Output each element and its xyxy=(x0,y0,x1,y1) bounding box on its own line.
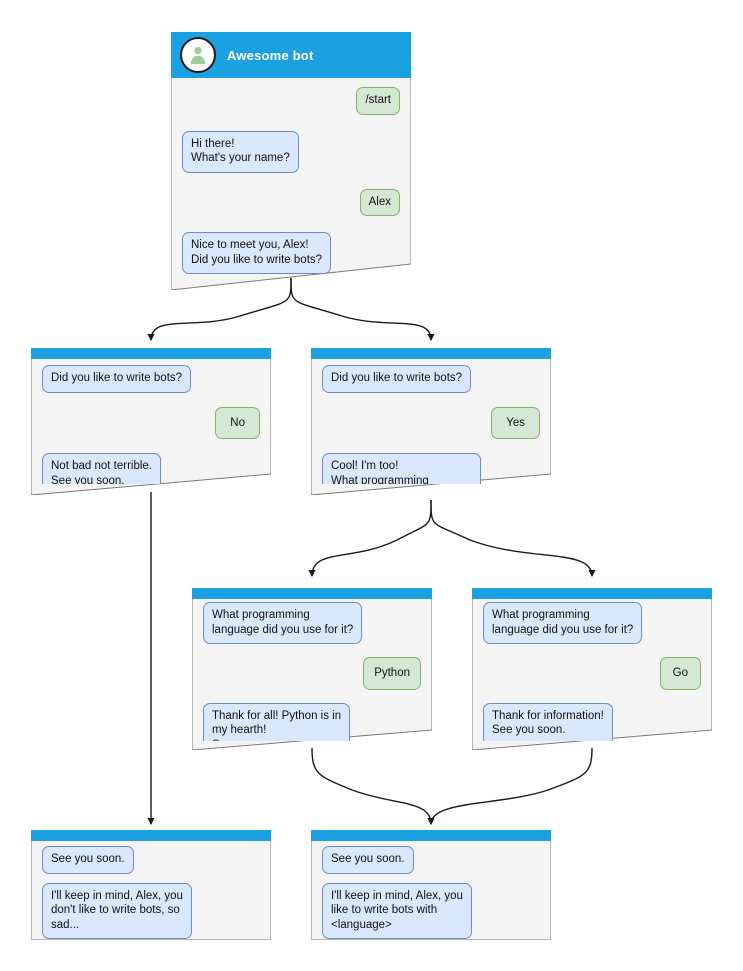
card-title: Awesome bot xyxy=(227,47,314,63)
message-row: What programming language did you use fo… xyxy=(203,602,421,644)
edge-go-to-end-happy xyxy=(427,747,593,826)
message-row: Thank for all! Python is in my hearth! S… xyxy=(203,702,421,741)
message-row: Not bad not terrible. See you soon. xyxy=(42,453,260,484)
user-message-bubble: /start xyxy=(356,87,400,115)
card-header-start: Awesome bot xyxy=(171,32,411,78)
card-body-answer-go: What programming language did you use fo… xyxy=(472,599,712,741)
bot-message-bubble: Not bad not terrible. See you soon. xyxy=(42,453,162,484)
user-message-bubble: Go xyxy=(659,657,701,690)
bot-message-bubble: Cool! I'm too! What programming language… xyxy=(322,453,482,484)
chat-card-end-happy[interactable]: See you soon. I'll keep in mind, Alex, y… xyxy=(311,830,551,940)
bot-message-bubble: See you soon. xyxy=(322,846,414,874)
message-row: See you soon. xyxy=(42,846,260,874)
message-row: What programming language did you use fo… xyxy=(483,602,701,644)
message-row: Hi there! What's your name? xyxy=(182,130,400,173)
bot-message-bubble: Thank for all! Python is in my hearth! S… xyxy=(203,702,351,741)
card-body-answer-yes: Did you like to write bots? Yes Cool! I'… xyxy=(311,359,551,484)
bot-message-bubble: Did you like to write bots? xyxy=(42,365,192,393)
bot-message-bubble: What programming language did you use fo… xyxy=(203,602,363,644)
chat-card-answer-python[interactable]: What programming language did you use fo… xyxy=(192,588,432,750)
user-message-bubble: Python xyxy=(363,657,421,690)
bot-message-bubble: Did you like to write bots? xyxy=(322,365,472,393)
card-body-end-happy: See you soon. I'll keep in mind, Alex, y… xyxy=(311,841,551,940)
user-avatar-icon xyxy=(180,37,216,73)
card-header-answer-yes xyxy=(311,348,551,359)
card-body-answer-no: Did you like to write bots? No Not bad n… xyxy=(31,359,271,484)
bot-message-bubble: See you soon. xyxy=(42,846,134,874)
bot-message-bubble: I'll keep in mind, Alex, you like to wri… xyxy=(322,882,472,939)
bot-message-bubble: Nice to meet you, Alex! Did you like to … xyxy=(182,232,332,274)
message-row: Nice to meet you, Alex! Did you like to … xyxy=(182,232,400,274)
bot-message-bubble: I'll keep in mind, Alex, you don't like … xyxy=(42,882,192,939)
card-header-end-sad xyxy=(31,830,271,841)
message-row: Cool! I'm too! What programming language… xyxy=(322,453,540,484)
bot-message-bubble: Hi there! What's your name? xyxy=(182,130,299,173)
message-row: I'll keep in mind, Alex, you don't like … xyxy=(42,882,260,939)
edge-python-to-end-happy xyxy=(311,747,435,826)
message-row: Thank for information! See you soon. xyxy=(483,702,701,741)
message-row: Python xyxy=(203,657,421,690)
bot-message-bubble: What programming language did you use fo… xyxy=(483,602,643,644)
chat-card-end-sad[interactable]: See you soon. I'll keep in mind, Alex, y… xyxy=(31,830,271,940)
user-message-bubble: Yes xyxy=(491,406,540,439)
user-message-bubble: Alex xyxy=(359,188,400,216)
edge-yes-to-python xyxy=(308,499,432,578)
message-row: /start xyxy=(182,87,400,115)
message-row: Did you like to write bots? xyxy=(322,365,540,393)
card-header-answer-python xyxy=(192,588,432,599)
message-row: Did you like to write bots? xyxy=(42,365,260,393)
message-row: Alex xyxy=(182,188,400,216)
card-header-answer-go xyxy=(472,588,712,599)
card-body-answer-python: What programming language did you use fo… xyxy=(192,599,432,741)
chat-card-start[interactable]: Awesome bot /start Hi there! What's your… xyxy=(171,32,411,290)
bot-message-bubble: Thank for information! See you soon. xyxy=(483,702,613,741)
chat-card-answer-yes[interactable]: Did you like to write bots? Yes Cool! I'… xyxy=(311,348,551,495)
card-body-start: /start Hi there! What's your name? Alex … xyxy=(171,78,411,286)
card-header-answer-no xyxy=(31,348,271,359)
chat-card-answer-go[interactable]: What programming language did you use fo… xyxy=(472,588,712,750)
card-header-end-happy xyxy=(311,830,551,841)
message-row: Yes xyxy=(322,406,540,439)
card-body-end-sad: See you soon. I'll keep in mind, Alex, y… xyxy=(31,841,271,940)
message-row: No xyxy=(42,406,260,439)
user-message-bubble: No xyxy=(215,406,260,439)
message-row: I'll keep in mind, Alex, you like to wri… xyxy=(322,882,540,939)
chat-card-answer-no[interactable]: Did you like to write bots? No Not bad n… xyxy=(31,348,271,495)
edge-yes-to-go xyxy=(430,499,596,578)
message-row: Go xyxy=(483,657,701,690)
message-row: See you soon. xyxy=(322,846,540,874)
